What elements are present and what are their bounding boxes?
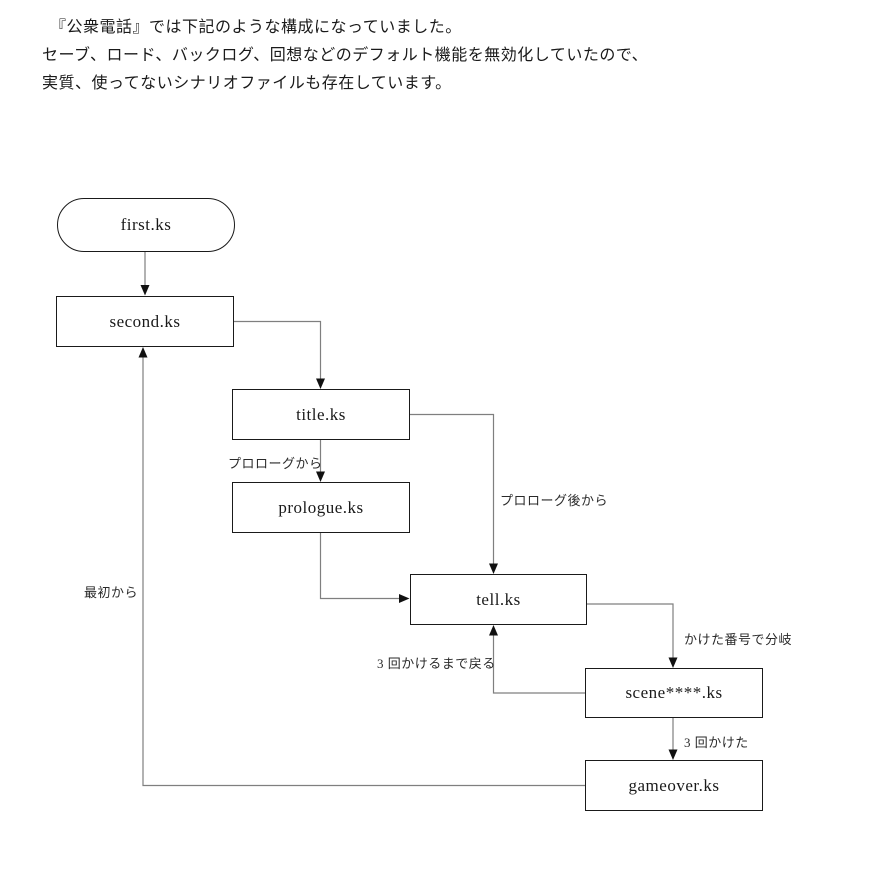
node-gameover-ks: gameover.ks [585,760,763,811]
edge-label-from-prologue: プロローグから [228,456,323,471]
edge-label-branch-by-number: かけた番号で分岐 [684,632,793,647]
node-first-ks-label: first.ks [120,215,172,234]
header-line-3: 実質、使ってないシナリオファイルも存在しています。 [42,75,452,92]
edge-title-to-tell [410,413,498,574]
arrowhead-up-icon [138,347,148,358]
edge-tell-to-scene [587,603,678,668]
edge-second-to-title [234,320,325,389]
arrowhead-up-icon [489,625,498,636]
header-line-1: 『公衆電話』では下記のような構成になっていました。 [50,19,462,36]
arrowhead-down-icon [316,471,325,482]
arrowhead-down-icon [668,657,678,668]
arrowhead-down-icon [140,285,150,296]
node-tell-ks: tell.ks [410,574,587,625]
node-first-ks: first.ks [57,198,235,252]
edge-label-called-3-times: 3 回かけた [684,735,749,750]
node-scene-ks: scene****.ks [585,668,763,718]
node-prologue-ks: prologue.ks [232,482,410,533]
node-title-ks-label: title.ks [296,404,346,424]
arrowhead-down-icon [489,563,498,574]
edge-gameover-to-second [138,347,585,787]
arrowhead-down-icon [668,749,678,760]
node-second-ks: second.ks [56,296,234,347]
node-scene-ks-label: scene****.ks [625,683,723,702]
arrowhead-down-icon [316,378,325,389]
node-prologue-ks-label: prologue.ks [278,497,364,517]
node-gameover-ks-label: gameover.ks [628,775,720,795]
edge-label-after-prologue: プロローグ後から [500,493,609,508]
arrowhead-right-icon [399,594,410,603]
header-line-2: セーブ、ロード、バックログ、回想などのデフォルト機能を無効化していたので、 [42,47,649,64]
edge-first-to-second [140,252,150,296]
edge-scene-to-tell [489,625,585,694]
edge-label-from-start: 最初から [84,585,139,600]
edge-title-to-prologue [316,440,325,482]
edge-scene-to-gameover [668,718,678,760]
edge-label-return-until-3-calls: 3 回かけるまで戻る [377,656,496,671]
node-second-ks-label: second.ks [109,311,181,331]
node-tell-ks-label: tell.ks [476,589,521,609]
node-title-ks: title.ks [232,389,410,440]
edge-prologue-to-tell [319,533,410,603]
